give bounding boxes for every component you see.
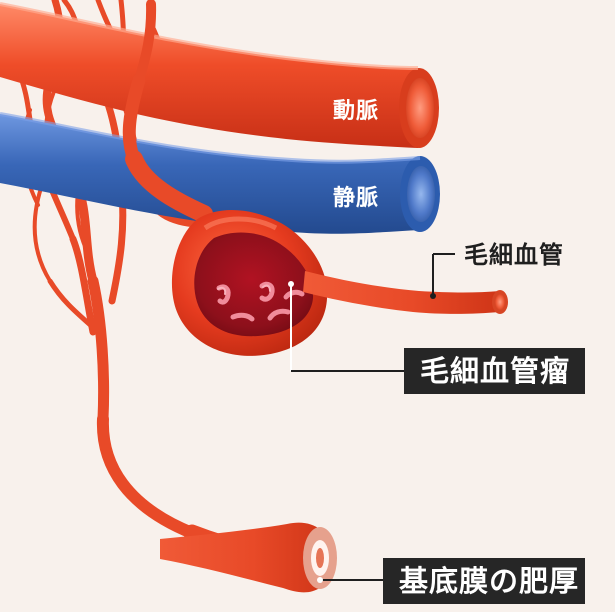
basement-membrane-label: 基底膜の肥厚 [399,564,579,598]
artery-label: 動脈 [333,99,379,124]
microaneurysm-label: 毛細血管瘤 [420,354,570,388]
vein-label: 静脈 [333,185,379,211]
capillary-label: 毛細血管 [464,241,564,269]
